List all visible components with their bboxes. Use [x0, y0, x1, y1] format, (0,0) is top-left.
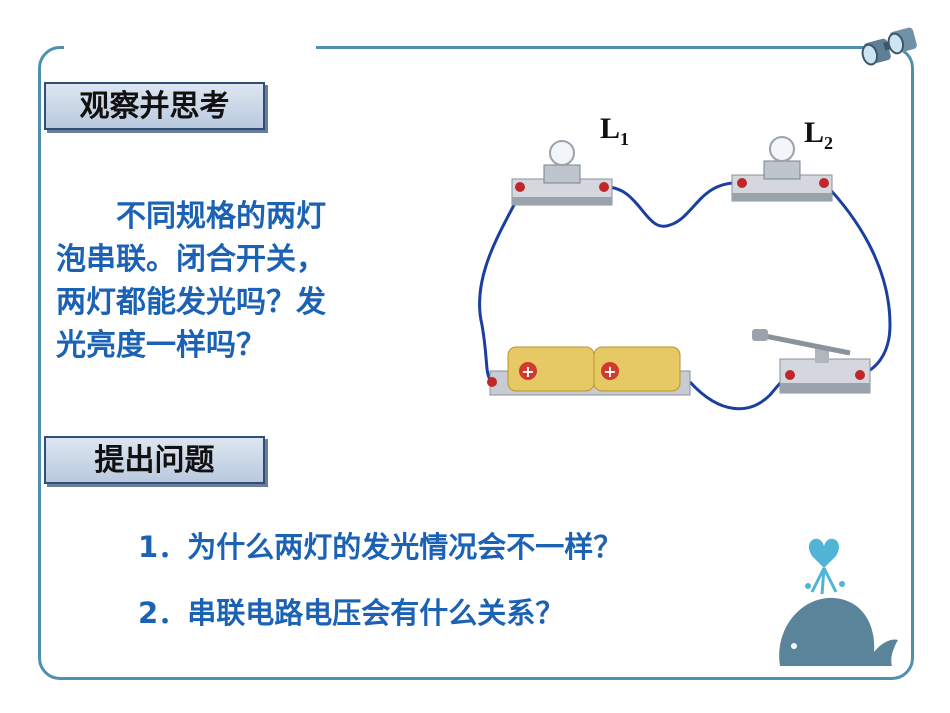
wire-lamp1-battery — [478, 192, 522, 381]
question-2: 2．串联电路电压会有什么关系？ — [138, 590, 564, 632]
binoculars-icon — [861, 27, 917, 66]
question-1-number: 1． — [138, 530, 188, 564]
observe-think-label: 观察并思考 — [44, 82, 265, 130]
wire-lamp1-lamp2 — [603, 181, 743, 228]
switch-icon — [752, 329, 871, 394]
battery-icon: + + — [487, 346, 691, 396]
battery-plus-2: + — [603, 362, 616, 381]
question-2-text: 串联电路电压会有什么关系？ — [187, 596, 565, 630]
para-line-2: 泡串联。闭合开关， — [56, 242, 326, 277]
question-paragraph: 不同规格的两灯 泡串联。闭合开关， 两灯都能发光吗？发 光亮度一样吗？ — [56, 195, 401, 367]
wire-lamp2-switch — [822, 181, 892, 377]
frame-gap — [64, 40, 316, 54]
question-1-text: 为什么两灯的发光情况会不一样？ — [187, 530, 623, 564]
battery-plus-1: + — [521, 362, 534, 381]
wire-battery-switch — [688, 373, 791, 411]
raise-question-label: 提出问题 — [44, 436, 265, 484]
question-2-number: 2． — [138, 596, 188, 630]
circuit-diagram: + + — [478, 136, 892, 411]
lamp-icon — [511, 140, 613, 206]
slide-frame — [38, 46, 914, 680]
para-line-1: 不同规格的两灯 — [116, 199, 326, 234]
lamp-1-label: L1 — [600, 112, 630, 149]
para-line-4: 光亮度一样吗？ — [56, 328, 266, 363]
lamp-2-label: L2 — [804, 116, 834, 153]
para-line-3: 两灯都能发光吗？发 — [56, 285, 326, 320]
whale-icon — [779, 538, 898, 666]
question-1: 1．为什么两灯的发光情况会不一样？ — [138, 524, 622, 566]
lamp-icon — [731, 136, 833, 202]
